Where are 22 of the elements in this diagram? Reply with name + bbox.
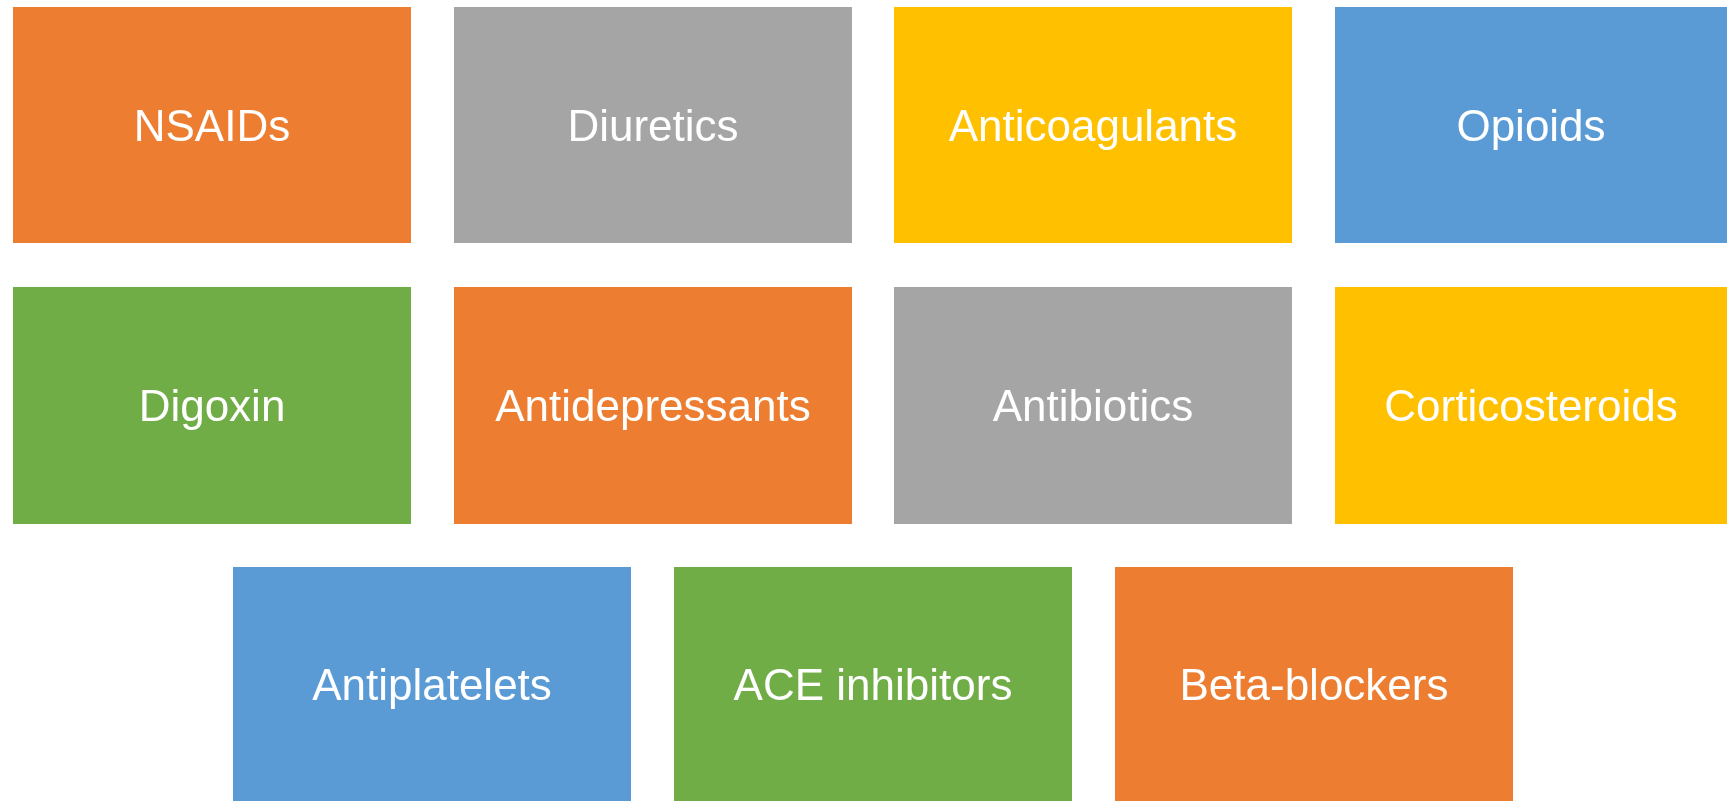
category-label: Antiplatelets [312,658,552,711]
category-box [1115,567,1513,801]
category-box [454,7,852,243]
category-box [1335,7,1727,243]
category-label: Antidepressants [495,380,811,432]
category-label: Diuretics [567,99,739,152]
category-box [674,567,1072,801]
category-label: Opioids [1456,99,1606,152]
category-label: Beta-blockers [1179,658,1449,711]
category-box [1335,287,1727,524]
category-box [454,287,852,524]
category-box [13,287,411,524]
category-label: ACE inhibitors [733,658,1013,711]
category-box [13,7,411,243]
category-label: NSAIDs [133,99,291,152]
category-label: Corticosteroids [1384,380,1678,432]
category-box [894,7,1292,243]
category-label: Antibiotics [992,380,1194,432]
category-box [233,567,631,801]
category-label: Digoxin [138,380,286,432]
category-box [894,287,1292,524]
category-label: Anticoagulants [948,99,1238,152]
